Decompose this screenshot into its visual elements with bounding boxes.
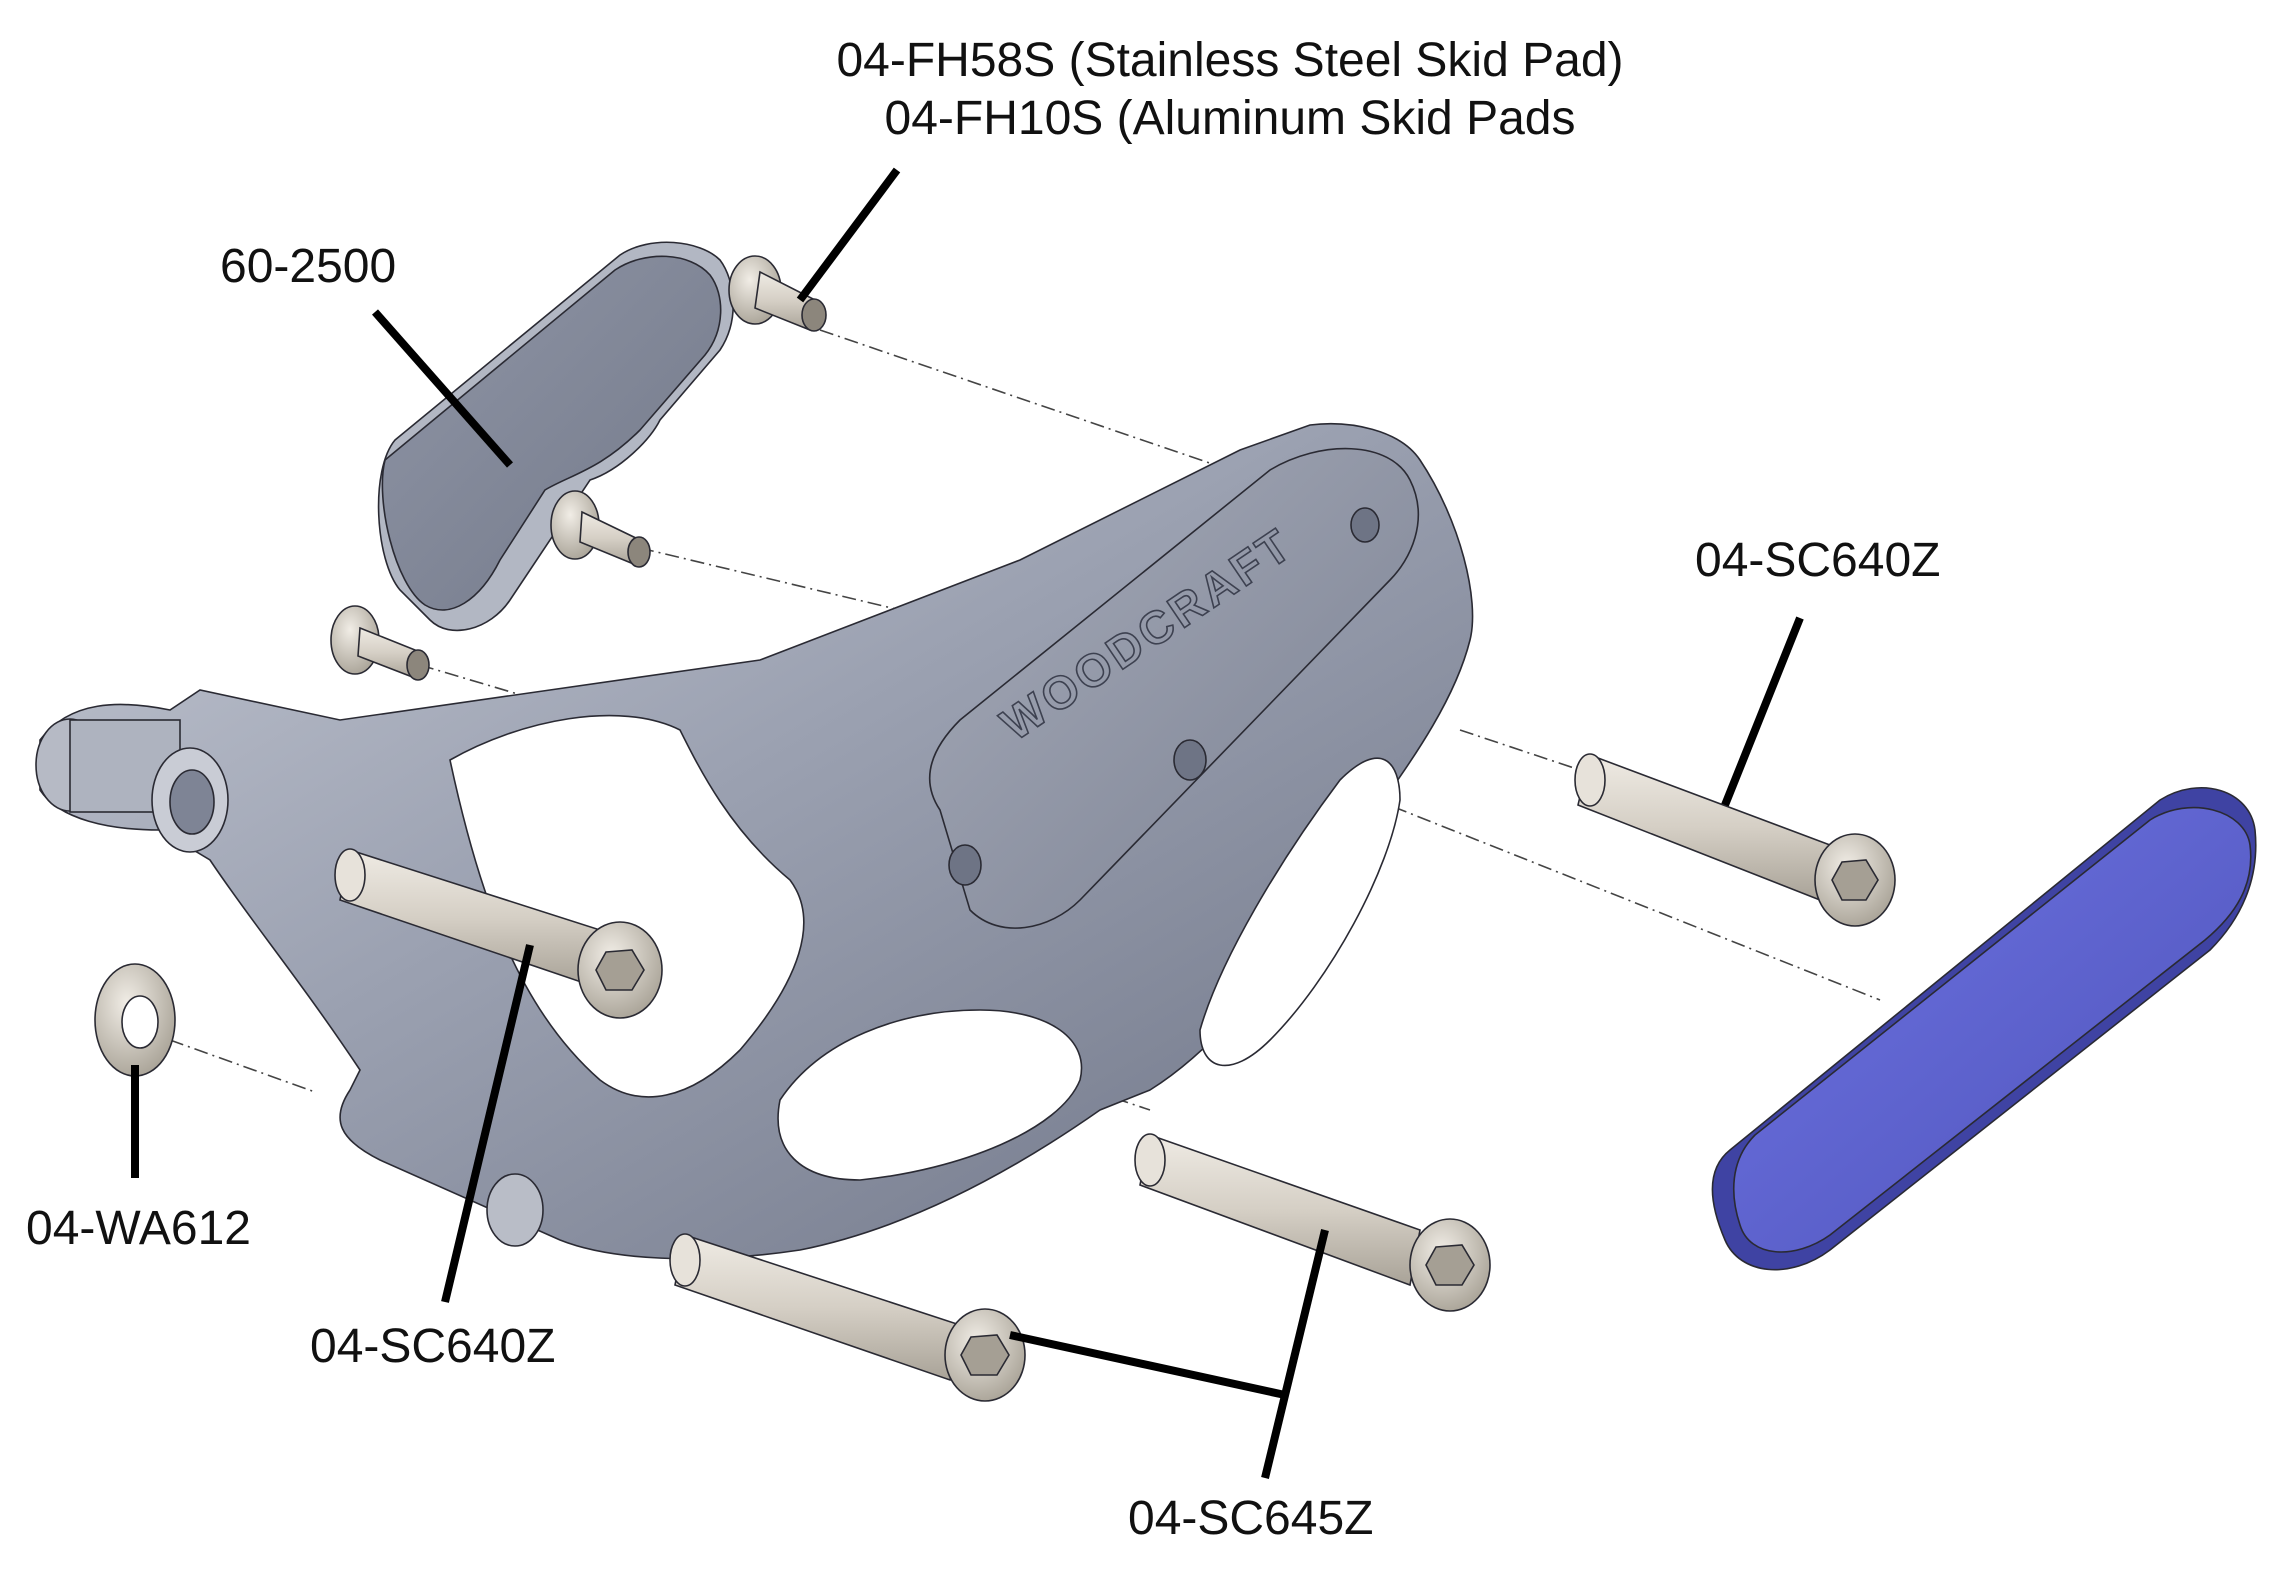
callout-plate: 60-2500 (220, 240, 397, 293)
leader-screws-bottom-b (1261, 1229, 1329, 1479)
cap-screw-bottom-left (669, 1233, 1026, 1402)
callout-skid-pad-line1: 04-FH58S (Stainless Steel Skid Pad) (836, 34, 1624, 87)
case-guard-body (35, 422, 1474, 1260)
cap-screw-bottom-right (1134, 1133, 1491, 1312)
hex-socket-icon (1425, 1244, 1475, 1286)
callout-screws-bottom: 04-SC645Z (1128, 1492, 1374, 1545)
leader-skid-pad-screws (796, 167, 901, 303)
leader-screws-bottom-a (1009, 1331, 1286, 1399)
callout-skid-pad-line2: 04-FH10S (Aluminum Skid Pads (884, 92, 1576, 145)
leader-screw-left (441, 944, 534, 1303)
hex-socket-icon (595, 949, 645, 991)
callout-skid-pad-screws: 04-FH58S (Stainless Steel Skid Pad) 04-F… (780, 32, 1680, 148)
leader-lines (131, 167, 1804, 1479)
callout-screw-right: 04-SC640Z (1695, 534, 1941, 587)
leader-plate (372, 309, 513, 468)
callout-screw-left: 04-SC640Z (310, 1320, 556, 1373)
cap-screw-left (334, 848, 663, 1019)
plate-60-2500 (377, 241, 734, 632)
flat-head-screw-middle (550, 490, 651, 568)
flat-head-screw-lower (330, 605, 430, 681)
flat-head-screw-top (728, 255, 827, 332)
callout-washer: 04-WA612 (26, 1202, 251, 1255)
washer (94, 963, 176, 1077)
leader-screw-right (1721, 616, 1804, 807)
cap-screw-right (1574, 753, 1896, 927)
hex-socket-icon (960, 1334, 1010, 1376)
hex-socket-icon (1831, 859, 1879, 901)
skid-pad (1711, 786, 2257, 1271)
